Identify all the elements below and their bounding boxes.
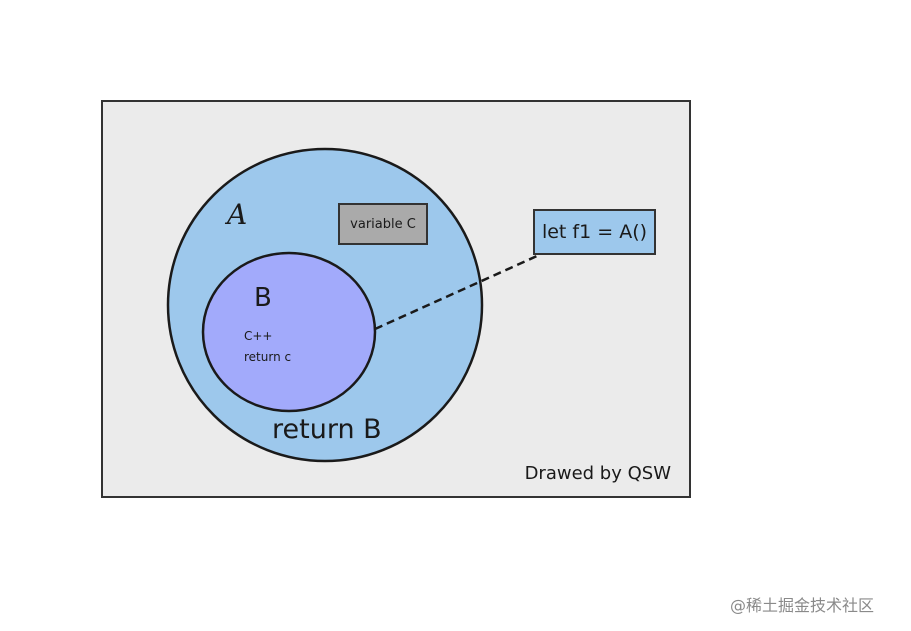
- inner-scope-label: B: [254, 283, 272, 313]
- watermark: @稀土掘金技术社区: [730, 596, 875, 615]
- author-credit: Drawed by QSW: [524, 463, 671, 484]
- variable-box-label: variable C: [350, 216, 416, 232]
- code-box-label: let f1 = A(): [541, 221, 648, 243]
- outer-return-label: return B: [272, 414, 382, 445]
- reference-dashed-line: [374, 254, 538, 331]
- inner-text-line-1: C++: [244, 329, 273, 343]
- inner-scope-circle: [201, 251, 377, 413]
- outer-scope-label: A: [227, 198, 248, 231]
- variable-box: variable C: [338, 203, 428, 245]
- inner-text-line-2: return c: [244, 350, 292, 364]
- code-box: let f1 = A(): [533, 209, 656, 255]
